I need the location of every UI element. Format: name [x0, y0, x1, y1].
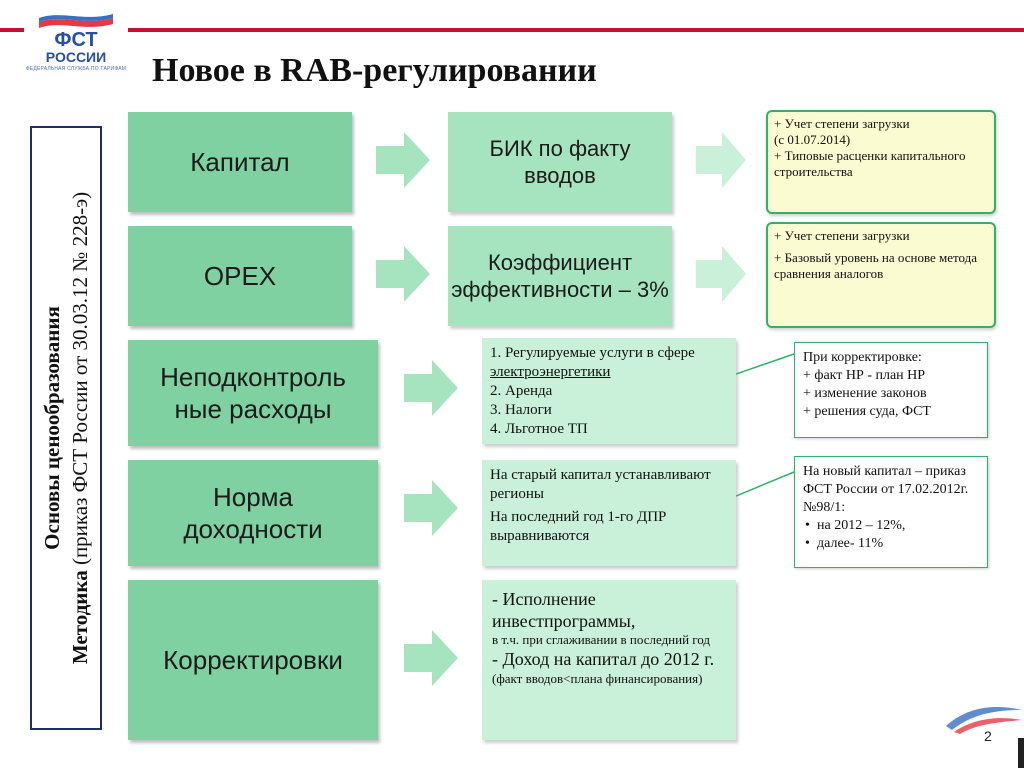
corner-mark: [1018, 738, 1024, 768]
sidebar-text: Основы ценообразования Методика (приказ …: [38, 148, 94, 708]
uncontrolled-item-4: 4. Льготное ТП: [490, 421, 588, 437]
uncontrolled-callout-1: При корректировке:: [803, 350, 922, 365]
uncontrolled-box: Неподконтроль ные расходы: [128, 340, 378, 446]
return-item-2: На последний год 1-го ДПР выравниваются: [490, 509, 667, 544]
uncontrolled-item-1-underlined: электроэнергетики: [490, 364, 611, 380]
return-items: На старый капитал устанавливают регионы …: [482, 460, 736, 566]
flag-icon: ФСТ РОССИИ: [39, 14, 113, 64]
capital-label: Капитал: [190, 147, 290, 177]
adjust-item-1: - Исполнение инвестпрограммы,: [492, 589, 636, 631]
header-accent-bar: [0, 28, 24, 32]
return-callout-3: далее- 11%: [803, 535, 979, 553]
sidebar-line2: Методика (приказ ФСТ России от 30.03.12 …: [66, 148, 94, 708]
arrow-right-icon: [404, 628, 460, 688]
methodology-sidebar: Основы ценообразования Методика (приказ …: [30, 126, 102, 730]
logo-caption: ФЕДЕРАЛЬНАЯ СЛУЖБА ПО ТАРИФАМ: [25, 66, 127, 72]
capital-note-1: + Учет степени загрузки: [774, 116, 910, 131]
fst-logo: ФСТ РОССИИ ФЕДЕРАЛЬНАЯ СЛУЖБА ПО ТАРИФАМ: [24, 4, 128, 80]
logo-text: ФСТ: [54, 29, 97, 51]
opex-note-1: + Учет степени загрузки: [774, 228, 910, 243]
connector-line: [736, 353, 795, 375]
uncontrolled-callout: При корректировке: + факт НР - план НР +…: [794, 342, 988, 438]
header-accent-bar-right: [128, 28, 1024, 32]
adjust-item-3-note: (факт вводов<плана финансирования): [492, 671, 703, 686]
page-number: 2: [984, 728, 992, 744]
opex-label: OPEX: [203, 261, 277, 291]
sidebar-line2-bold: Методика: [68, 570, 92, 665]
return-box: Норма доходности: [128, 460, 378, 566]
arrow-right-icon: [376, 244, 432, 304]
return-callout-2: на 2012 – 12%,: [803, 517, 979, 535]
uncontrolled-items: 1. Регулируемые услуги в сфере электроэн…: [482, 338, 736, 444]
uncontrolled-item-3: 3. Налоги: [490, 402, 552, 418]
connector-line: [736, 471, 795, 497]
swoosh-icon: [946, 707, 1022, 734]
arrow-right-icon: [376, 130, 432, 190]
adjust-label: Корректировки: [163, 645, 343, 675]
page-title: Новое в RAB-регулировании: [152, 52, 597, 89]
adjust-item-3-main: - Доход на капитал до 2012 г.: [492, 649, 715, 669]
opex-note-2: + Базовый уровень на основе метода сравн…: [774, 250, 978, 281]
opex-middle-box: Коэффициент эффективности – 3%: [448, 226, 672, 326]
return-callout: На новый капитал – приказ ФСТ России от …: [794, 456, 988, 568]
return-callout-1: На новый капитал – приказ ФСТ России от …: [803, 464, 969, 515]
arrow-right-icon: [404, 358, 460, 418]
uncontrolled-item-2: 2. Аренда: [490, 383, 553, 399]
uncontrolled-callout-2: + факт НР - план НР: [803, 368, 926, 383]
capital-note-2: (с 01.07.2014): [774, 132, 851, 147]
capital-middle-text: БИК по факту вводов: [489, 136, 631, 188]
return-item-1: На старый капитал устанавливают регионы: [490, 467, 711, 502]
capital-notes: + Учет степени загрузки (с 01.07.2014) +…: [766, 110, 996, 214]
opex-middle-text: Коэффициент эффективности – 3%: [451, 250, 669, 302]
opex-box: OPEX: [128, 226, 352, 326]
arrow-right-icon: [404, 478, 460, 538]
sidebar-line1: Основы ценообразования: [40, 306, 64, 550]
capital-note-3: + Типовые расценки капитального строител…: [774, 148, 966, 179]
capital-box: Капитал: [128, 112, 352, 212]
logo-subtext: РОССИИ: [46, 49, 106, 64]
sidebar-line2-normal: (приказ ФСТ России от 30.03.12 № 228-э): [68, 191, 92, 571]
adjust-box: Корректировки: [128, 580, 378, 740]
adjust-item-3: - Доход на капитал до 2012 г. (факт ввод…: [492, 648, 726, 688]
uncontrolled-item-1: 1. Регулируемые услуги в сфере электроэн…: [490, 344, 728, 382]
uncontrolled-callout-4: + решения суда, ФСТ: [803, 404, 931, 419]
opex-notes: + Учет степени загрузки + Базовый уровен…: [766, 222, 996, 328]
return-label: Норма доходности: [183, 482, 323, 544]
adjust-items: - Исполнение инвестпрограммы, в т.ч. при…: [482, 580, 736, 740]
uncontrolled-item-1-text: 1. Регулируемые услуги в сфере: [490, 345, 695, 361]
uncontrolled-label: Неподконтроль ные расходы: [160, 362, 346, 424]
capital-middle-box: БИК по факту вводов: [448, 112, 672, 212]
adjust-item-2: в т.ч. при сглаживании в последний год: [492, 632, 711, 647]
arrow-right-icon: [696, 130, 748, 190]
arrow-right-icon: [696, 244, 748, 304]
uncontrolled-callout-3: + изменение законов: [803, 386, 927, 401]
